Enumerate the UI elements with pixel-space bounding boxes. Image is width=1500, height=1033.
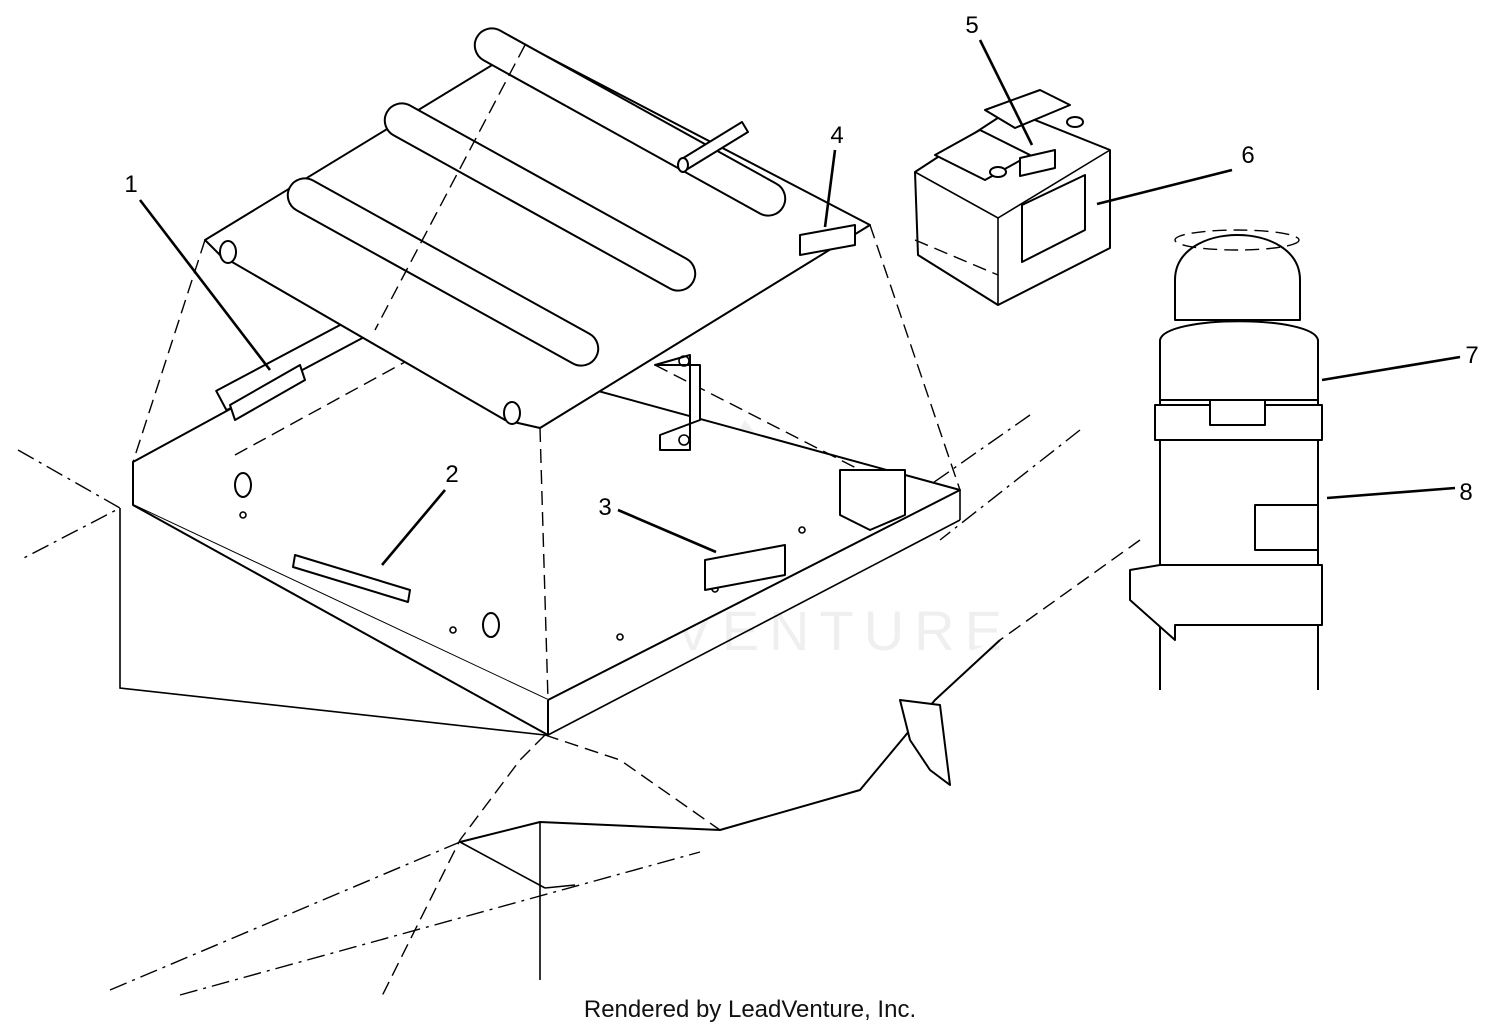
leader-lines	[138, 39, 1461, 566]
callout-5: 5	[965, 12, 978, 39]
machine-body	[17, 414, 1141, 1001]
decal-6	[1021, 174, 1086, 263]
callout-8: 8	[1459, 479, 1472, 506]
seat-plate	[132, 27, 961, 701]
callout-1: 1	[124, 171, 137, 198]
decal-2	[292, 554, 411, 603]
decal-5	[1019, 149, 1056, 177]
canister	[1129, 229, 1323, 690]
callout-4: 4	[830, 122, 843, 149]
battery	[914, 89, 1111, 306]
deck-panel	[132, 314, 961, 736]
decal-3	[704, 544, 786, 591]
pin	[677, 121, 749, 173]
decal-4	[799, 224, 856, 256]
callouts: 1 2 3 4 5 6 7 8	[124, 12, 1478, 521]
decal-7	[1209, 399, 1266, 426]
decal-8	[1254, 504, 1319, 551]
callout-2: 2	[445, 461, 458, 488]
decal-1	[229, 364, 306, 421]
callout-3: 3	[598, 494, 611, 521]
callout-6: 6	[1241, 142, 1254, 169]
callout-7: 7	[1465, 342, 1478, 369]
footer-credit: Rendered by LeadVenture, Inc.	[583, 996, 917, 1023]
